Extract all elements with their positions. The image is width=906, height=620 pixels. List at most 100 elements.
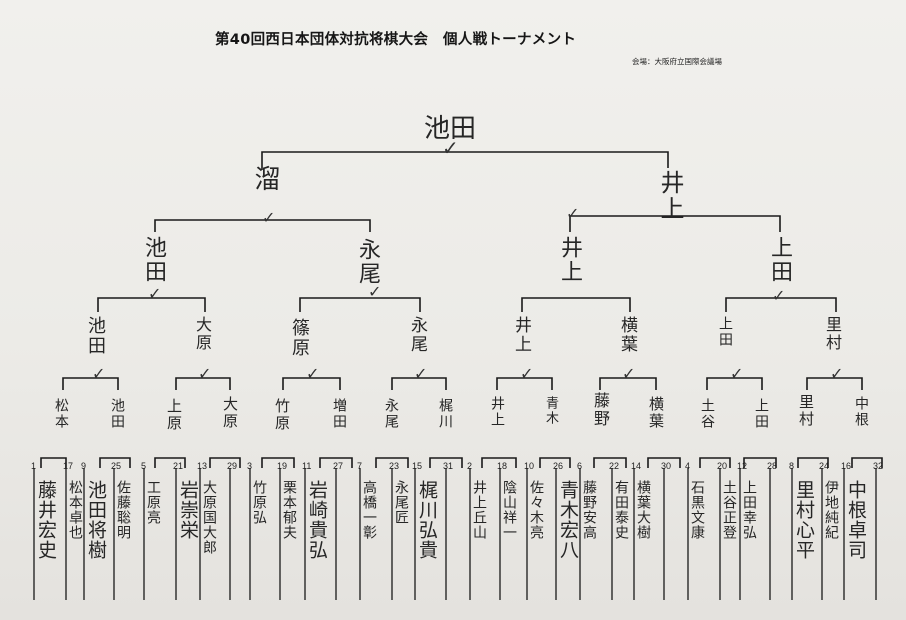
r16-name-15: 里村 — [797, 394, 815, 428]
player-name: 岩崇栄 — [177, 480, 199, 540]
r16-name-4: 大原 — [221, 396, 239, 430]
player-name: 伊地純紀 — [823, 480, 839, 540]
check-mark: ✓ — [830, 364, 844, 383]
seed-number: 21 — [173, 461, 184, 471]
seed-number: 8 — [789, 461, 795, 471]
player-name: 池田将樹 — [85, 480, 107, 560]
seed-number: 28 — [767, 461, 778, 471]
check-mark: ✓ — [262, 208, 276, 227]
check-mark: ✓ — [622, 364, 636, 383]
semi-name-1: 池田 — [141, 236, 166, 284]
qf-name-3: 篠原 — [289, 318, 310, 358]
seed-number: 26 — [553, 461, 564, 471]
player-name: 岩崎貴弘 — [306, 480, 328, 560]
r16-name-8: 梶川 — [437, 398, 453, 430]
bracket-final — [261, 151, 669, 170]
r16-name-14: 上田 — [753, 398, 769, 430]
player-name: 土谷正登 — [721, 480, 737, 540]
seed-number: 32 — [873, 461, 884, 471]
r16-name-6: 増田 — [331, 398, 347, 430]
r16-name-10: 青木 — [543, 396, 558, 426]
check-mark: ✓ — [198, 364, 212, 383]
player-name: 大原国大郎 — [201, 480, 217, 555]
seed-number: 20 — [717, 461, 728, 471]
semi-name-3: 井上 — [557, 236, 582, 284]
player-name: 梶川弘貴 — [416, 480, 438, 560]
r16-name-7: 永尾 — [383, 398, 399, 430]
player-name: 永尾匠 — [393, 480, 409, 525]
final-right-name: 井上 — [656, 170, 684, 222]
seed-number: 18 — [497, 461, 508, 471]
qf-name-7: 上田 — [717, 316, 733, 348]
r16-name-11: 藤野 — [591, 392, 610, 428]
seed-number: 10 — [524, 461, 535, 471]
r16-name-12: 横葉 — [647, 396, 665, 430]
r16-name-9: 井上 — [489, 396, 505, 428]
seed-number: 5 — [141, 461, 147, 471]
semi-name-2: 永尾 — [355, 238, 380, 286]
seed-number: 23 — [389, 461, 400, 471]
bracket-semi-left — [154, 219, 371, 232]
player-name: 竹原弘 — [251, 480, 267, 525]
player-name: 中根卓司 — [845, 480, 867, 560]
check-mark: ✓ — [772, 286, 786, 305]
seed-number: 30 — [661, 461, 672, 471]
seed-number: 31 — [443, 461, 454, 471]
check-mark: ✓ — [730, 364, 744, 383]
seed-number: 12 — [737, 461, 748, 471]
seed-number: 3 — [247, 461, 253, 471]
r16-name-1: 松本 — [53, 398, 69, 430]
player-name: 有田泰史 — [613, 480, 629, 540]
bracket-qf-1 — [97, 297, 206, 312]
seed-number: 24 — [819, 461, 830, 471]
seed-number: 9 — [81, 461, 87, 471]
check-mark: ✓ — [442, 136, 459, 160]
player-name: 里村心平 — [793, 480, 815, 560]
semi-name-4: 上田 — [767, 236, 792, 284]
seed-number: 29 — [227, 461, 238, 471]
qf-name-1: 池田 — [85, 316, 106, 356]
venue-label: 会場：大阪府立国際会議場 — [632, 57, 722, 66]
qf-name-8: 里村 — [823, 316, 842, 352]
check-mark: ✓ — [520, 364, 534, 383]
player-name: 横葉大樹 — [635, 480, 651, 540]
qf-name-6: 横葉 — [617, 316, 637, 354]
player-name: 栗本郁夫 — [281, 480, 297, 540]
player-name: 藤野安高 — [581, 480, 597, 540]
r16-name-3: 上原 — [165, 398, 183, 432]
seed-number: 6 — [577, 461, 583, 471]
r16-name-5: 竹原 — [273, 398, 291, 432]
seed-number: 7 — [357, 461, 363, 471]
page-title: 第40回西日本団体対抗将棋大会 個人戦トーナメント — [215, 32, 577, 48]
seed-number: 15 — [412, 461, 423, 471]
player-name: 藤井宏史 — [35, 480, 57, 560]
check-mark: ✓ — [414, 364, 428, 383]
bracket-qf-3 — [521, 297, 631, 312]
check-mark: ✓ — [566, 204, 580, 223]
player-name: 高橋一彰 — [361, 480, 377, 540]
seed-number: 22 — [609, 461, 620, 471]
r16-name-16: 中根 — [853, 396, 869, 428]
seed-number: 4 — [685, 461, 691, 471]
seed-number: 17 — [63, 461, 74, 471]
seed-number: 19 — [277, 461, 288, 471]
r16-name-13: 土谷 — [699, 398, 715, 430]
check-mark: ✓ — [92, 364, 106, 383]
check-mark: ✓ — [306, 364, 320, 383]
seed-number: 16 — [841, 461, 852, 471]
bracket-qf-2 — [299, 297, 421, 312]
r16-name-2: 池田 — [109, 398, 125, 430]
qf-name-4: 永尾 — [407, 316, 427, 354]
player-name: 陰山祥一 — [501, 480, 517, 540]
player-name: 上田幸弘 — [741, 480, 757, 540]
player-name: 佐藤聡明 — [115, 480, 131, 540]
seed-number: 27 — [333, 461, 344, 471]
final-left-name: 溜 — [250, 165, 280, 193]
check-mark: ✓ — [148, 284, 162, 303]
seed-number: 1 — [31, 461, 37, 471]
check-mark: ✓ — [368, 282, 382, 301]
seed-number: 25 — [111, 461, 122, 471]
seed-number: 13 — [197, 461, 208, 471]
